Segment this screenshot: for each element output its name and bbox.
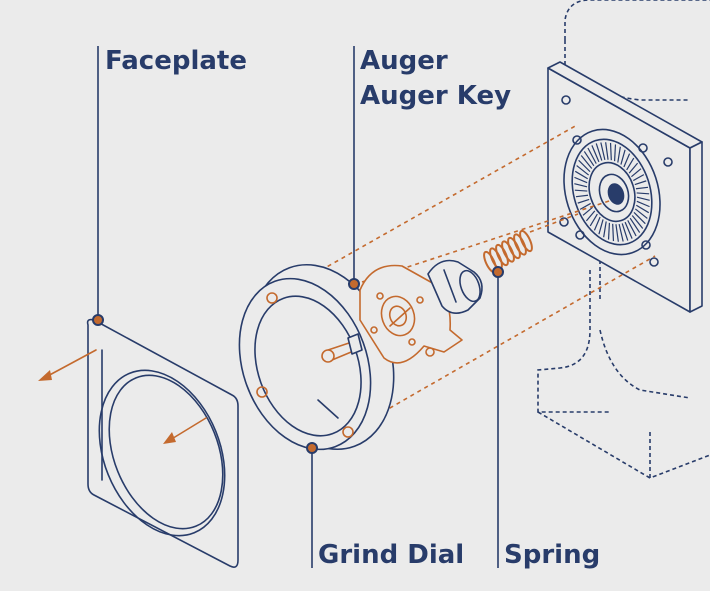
label-auger: Auger <box>360 46 448 76</box>
burr-assembly <box>563 128 661 256</box>
faceplate-callout-dot <box>92 314 104 326</box>
label-grind-dial: Grind Dial <box>318 540 464 570</box>
label-auger-key: Auger Key <box>360 81 511 111</box>
faceplate <box>86 318 239 568</box>
leader-lines <box>97 46 499 568</box>
auger-callout-dot <box>348 278 360 290</box>
grind-dial-callout-dot <box>306 442 318 454</box>
label-spring: Spring <box>504 540 600 570</box>
spring-callout-dot <box>492 266 504 278</box>
auger-key <box>321 333 363 363</box>
auger <box>359 259 483 364</box>
label-faceplate: Faceplate <box>105 46 247 76</box>
removal-arrow-icon <box>38 349 207 444</box>
spring <box>483 229 533 274</box>
